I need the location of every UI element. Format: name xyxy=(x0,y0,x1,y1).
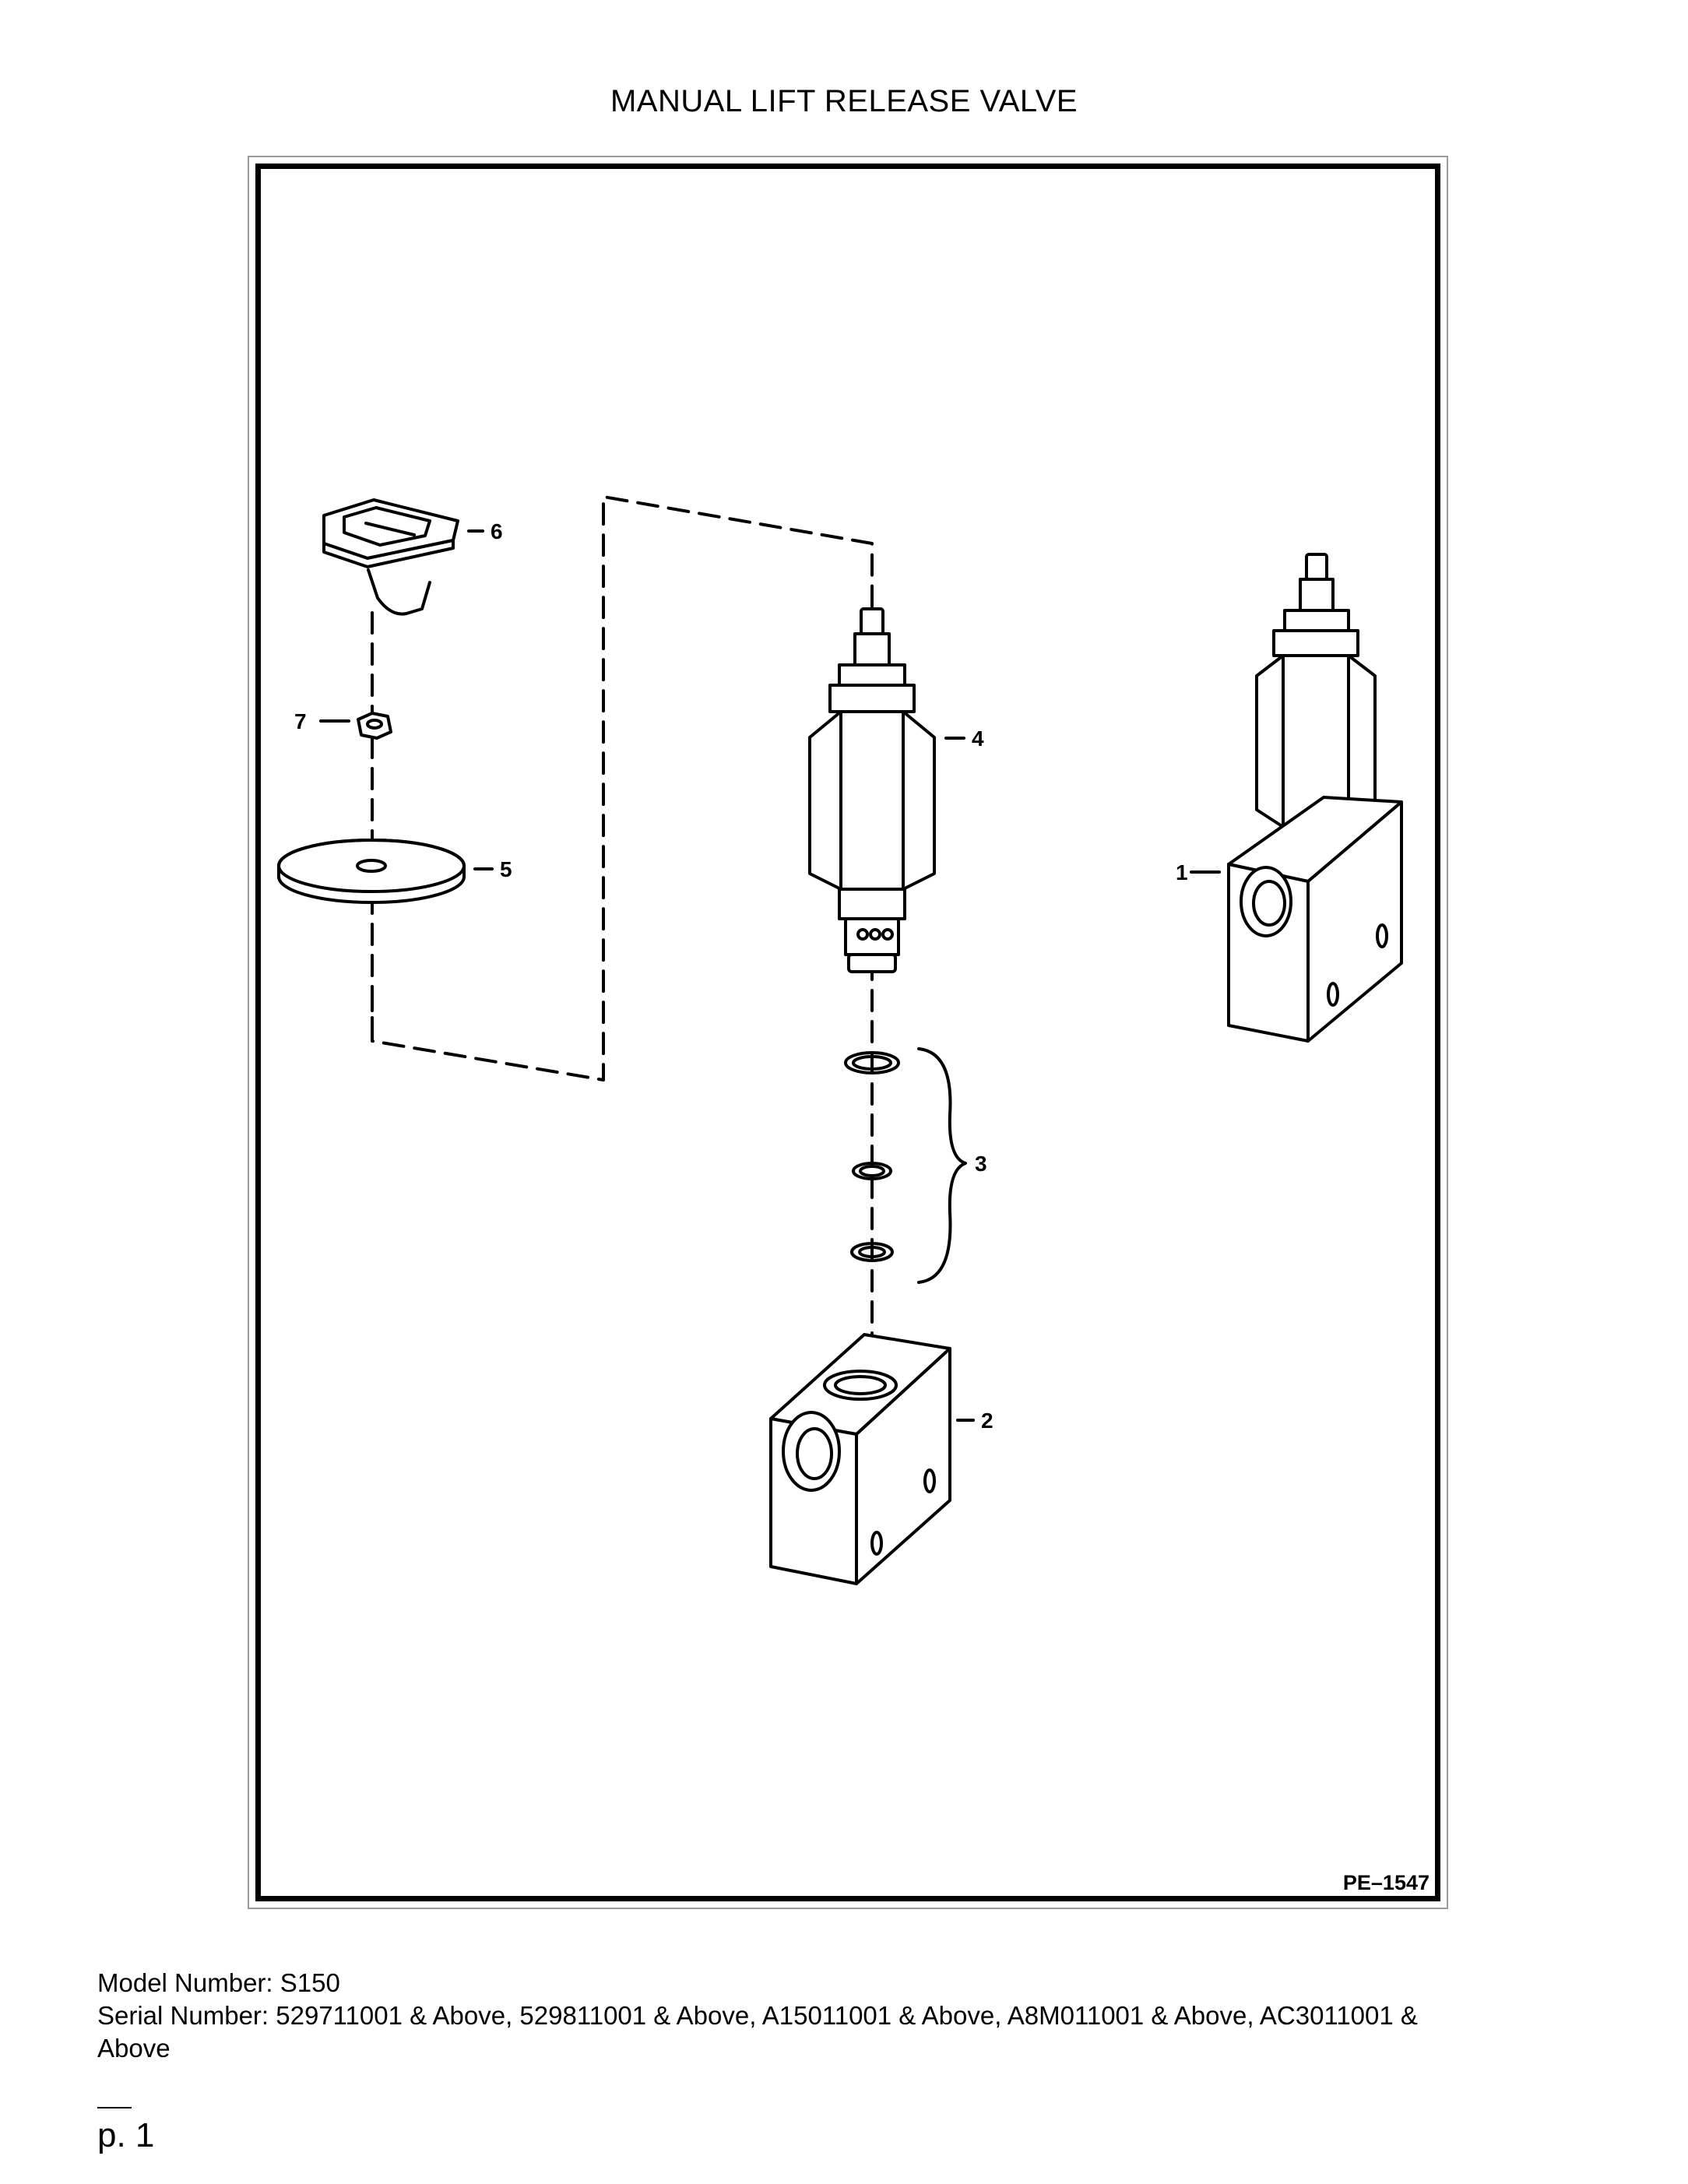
callout-7: 7 xyxy=(294,709,307,733)
exploded-parts-diagram: 6 7 5 4 1 3 2 xyxy=(277,495,1403,1585)
part-7-nut xyxy=(357,712,392,740)
assembly-path-dashed xyxy=(371,495,874,1350)
page-title: MANUAL LIFT RELEASE VALVE xyxy=(610,84,1078,118)
page-number-rule xyxy=(97,2107,132,2108)
part-2-valve-body xyxy=(769,1333,951,1585)
diagram-frame: 6 7 5 4 1 3 2 PE–1547 xyxy=(248,156,1448,1909)
callout-3: 3 xyxy=(975,1152,987,1176)
part-5-washer xyxy=(277,839,466,904)
callout-2: 2 xyxy=(981,1409,993,1433)
part-4-cartridge-valve xyxy=(808,607,936,973)
callout-leaders xyxy=(319,529,1221,1422)
part-3-seal-kit xyxy=(844,1047,967,1284)
callout-5: 5 xyxy=(500,857,512,881)
callout-4: 4 xyxy=(972,726,984,751)
drawing-code: PE–1547 xyxy=(1342,1871,1430,1894)
model-number: Model Number: S150 xyxy=(97,1968,340,1997)
serial-numbers: Serial Number: 529711001 & Above, 529811… xyxy=(97,2001,1418,2030)
part-6-knob xyxy=(322,498,459,616)
callout-6: 6 xyxy=(491,519,503,543)
part-1-assembled-valve xyxy=(1227,553,1403,1043)
serial-numbers-continued: Above xyxy=(97,2034,171,2063)
page-number: p. 1 xyxy=(97,2116,155,2154)
callout-1: 1 xyxy=(1176,860,1188,885)
model-serial-info: Model Number: S150 Serial Number: 529711… xyxy=(97,1967,1577,2065)
diagram-border xyxy=(255,164,1440,1901)
